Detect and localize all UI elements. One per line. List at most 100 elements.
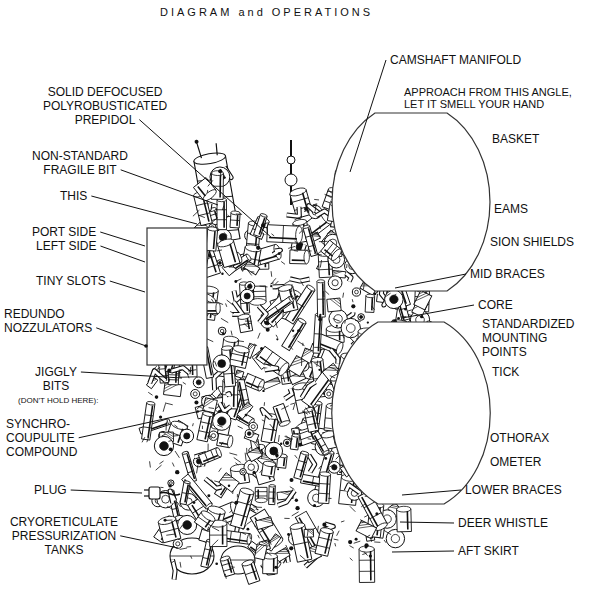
machine-part — [259, 306, 267, 323]
machine-part — [157, 515, 180, 543]
machine-part — [270, 283, 273, 284]
machine-part — [278, 491, 295, 506]
machine-part — [285, 281, 290, 284]
machine-part — [261, 297, 293, 322]
plug-body — [149, 487, 160, 499]
machine-part — [327, 230, 334, 234]
machine-part — [251, 564, 256, 580]
part-label: CRYORETICULATE PRESSURIZATION TANKS — [2, 516, 126, 557]
machine-part — [334, 315, 342, 323]
machine-part — [292, 356, 302, 366]
machine-part — [217, 237, 240, 267]
machine-part — [275, 281, 278, 285]
machine-part — [370, 551, 372, 580]
machine-part — [223, 387, 225, 392]
machine-part — [272, 488, 274, 503]
machine-part — [230, 359, 246, 363]
machine-part — [221, 473, 236, 488]
machine-part — [217, 209, 226, 210]
machine-part — [258, 535, 260, 538]
machine-part — [324, 250, 332, 257]
machine-part — [157, 515, 176, 526]
machine-part — [320, 527, 334, 535]
machine-part — [237, 494, 238, 497]
machine-part — [260, 213, 268, 218]
machine-part — [264, 402, 265, 406]
machine-part — [197, 406, 201, 409]
machine-part — [298, 341, 305, 346]
machine-part — [266, 364, 271, 366]
part-label: SION SHIELDS — [490, 236, 574, 250]
machine-part — [290, 346, 293, 349]
machine-part — [167, 369, 171, 373]
machine-part — [328, 276, 342, 290]
machine-part — [214, 231, 215, 249]
machine-part — [198, 447, 222, 465]
machine-part — [397, 317, 400, 320]
machine-part — [348, 540, 352, 544]
machine-part — [260, 357, 280, 371]
machine-part — [142, 437, 145, 442]
machine-part — [171, 561, 175, 563]
machine-part — [300, 281, 303, 286]
machine-part — [317, 281, 325, 317]
machine-part — [216, 303, 220, 314]
machine-part — [156, 465, 162, 470]
machine-part — [309, 529, 314, 533]
machine-part — [168, 440, 171, 442]
machine-part — [170, 491, 175, 503]
machine-part — [257, 489, 259, 498]
leader-lines — [71, 60, 474, 552]
part-label: TICK — [492, 366, 519, 380]
machine-part — [271, 271, 273, 277]
part-label: AFT SKIRT — [458, 545, 519, 559]
machine-part — [241, 379, 245, 380]
part-label: BASKET — [492, 133, 539, 147]
machine-part — [180, 548, 187, 549]
machine-part — [355, 320, 361, 321]
machine-part — [259, 286, 267, 288]
machine-part — [266, 328, 270, 332]
machine-part — [288, 296, 294, 303]
part-label: REDUNDO NOZZULATORS — [4, 308, 94, 336]
machine-part — [202, 426, 203, 429]
machine-part — [278, 252, 281, 255]
machine-part — [207, 527, 209, 531]
machine-part — [371, 298, 373, 310]
machine-part — [266, 377, 280, 386]
part-label: STANDARDIZED MOUNTING POINTS — [482, 318, 594, 359]
machine-part — [294, 216, 301, 220]
leader-line — [392, 551, 454, 552]
machine-part — [224, 473, 229, 478]
machine-part — [312, 431, 330, 455]
machine-part — [278, 491, 295, 506]
machine-part — [365, 296, 374, 313]
machine-part — [180, 562, 182, 568]
machine-part — [159, 415, 162, 418]
machine-part — [168, 374, 178, 375]
machine-part — [352, 288, 360, 296]
machine-part — [247, 318, 249, 329]
machine-part — [212, 540, 218, 546]
machine-part — [270, 285, 272, 287]
machine-part — [301, 358, 302, 366]
machine-part — [244, 261, 260, 275]
machine-part — [319, 483, 330, 485]
machine-part — [234, 458, 241, 463]
machine-part — [245, 283, 251, 289]
machine-part — [262, 410, 271, 419]
machine-part — [364, 543, 368, 547]
machine-part — [203, 398, 218, 413]
machine-part — [313, 204, 317, 206]
machine-part — [180, 480, 190, 504]
machine-part — [248, 499, 252, 504]
machine-part — [240, 402, 252, 415]
machine-part — [242, 267, 244, 272]
machine-part — [372, 306, 375, 310]
machine-part — [187, 373, 189, 378]
machine-part — [237, 340, 244, 342]
machine-part — [184, 480, 191, 484]
machine-part — [183, 382, 186, 384]
machine-part — [417, 290, 426, 300]
machine-part — [232, 491, 233, 494]
